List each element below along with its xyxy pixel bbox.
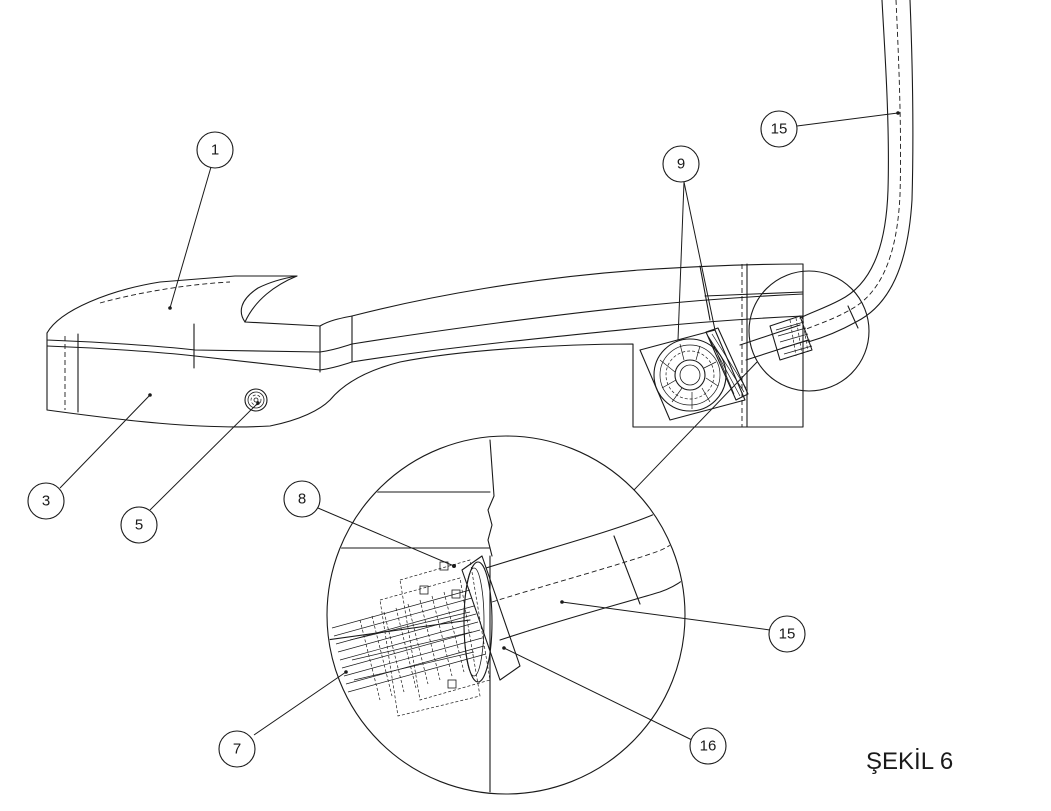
callout-5: 5 — [120, 506, 158, 544]
callout-15-detail-label: 15 — [779, 626, 796, 643]
callout-3-label: 3 — [42, 493, 50, 510]
detail-circle-small — [748, 270, 870, 392]
callout-9: 9 — [662, 145, 700, 183]
part-9-rotor-assembly — [639, 324, 809, 421]
callout-16: 16 — [689, 727, 727, 765]
callout-7: 7 — [218, 730, 256, 768]
detail-view-large — [326, 435, 686, 795]
callout-8: 8 — [283, 480, 321, 518]
leader-lines — [59, 111, 900, 741]
handle-body — [46, 263, 804, 428]
callout-7-label: 7 — [233, 741, 241, 758]
callout-8-label: 8 — [298, 491, 306, 508]
callout-3: 3 — [27, 482, 65, 520]
figure-label: ŞEKİL 6 — [866, 748, 953, 775]
callout-5-label: 5 — [135, 517, 143, 534]
callout-15-top-label: 15 — [771, 121, 788, 138]
callout-1-label: 1 — [211, 142, 219, 159]
part-5-button — [244, 388, 268, 412]
callout-9-label: 9 — [677, 156, 685, 173]
detail-leader — [633, 361, 758, 491]
callout-1: 1 — [196, 131, 234, 169]
part-15-cable — [799, 0, 914, 343]
callout-15-detail: 15 — [768, 615, 806, 653]
callout-16-label: 16 — [700, 738, 717, 755]
callout-15-top: 15 — [760, 110, 798, 148]
